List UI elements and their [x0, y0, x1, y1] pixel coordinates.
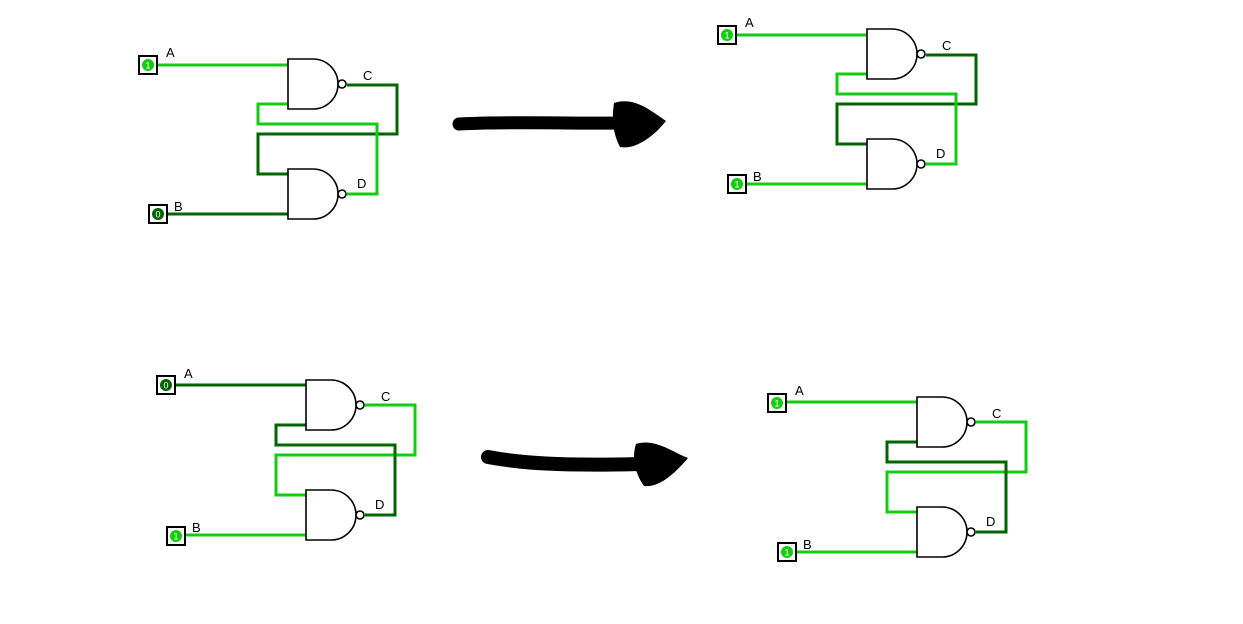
input-pin-a[interactable]: 0: [156, 375, 176, 395]
wire-c-feedback: [885, 420, 1028, 514]
input-pin-b[interactable]: 1: [166, 526, 186, 546]
arrow-top-icon: [452, 101, 666, 148]
input-pin-b[interactable]: 1: [727, 174, 747, 194]
output-c-label: C: [363, 68, 372, 83]
input-pin-b[interactable]: 1: [777, 542, 797, 562]
nand-gate-top: [305, 379, 365, 431]
arrow-bottom-icon: [481, 442, 688, 487]
output-c-label: C: [381, 389, 390, 404]
nand-gate-top: [287, 58, 347, 110]
input-b-label: B: [192, 520, 201, 535]
nand-gate-top: [866, 28, 926, 80]
input-b-label: B: [753, 169, 762, 184]
circuit-4: 1 A 1 B C D: [767, 383, 1028, 562]
input-a-value: 1: [774, 399, 779, 409]
wire-c-feedback: [274, 403, 417, 497]
nand-gate-bottom: [287, 168, 347, 220]
output-d-label: D: [357, 176, 366, 191]
output-c-label: C: [992, 406, 1001, 421]
circuit-2: 1 A 1 B C D: [717, 15, 978, 194]
input-a-label: A: [795, 383, 804, 398]
input-a-value: 1: [724, 31, 729, 41]
input-b-value: 1: [173, 532, 178, 542]
nand-gate-bottom: [305, 489, 365, 541]
wire-d-feedback: [835, 72, 958, 166]
input-pin-b[interactable]: 0: [148, 204, 168, 224]
input-a-value: 0: [163, 381, 168, 391]
input-b-value: 1: [784, 548, 789, 558]
output-d-label: D: [986, 514, 995, 529]
wire-d-feedback: [256, 102, 379, 196]
circuit-3: 0 A 1 B C D: [156, 366, 417, 546]
nand-gate-top: [916, 396, 976, 448]
input-b-label: B: [174, 199, 183, 214]
wire-c-feedback: [835, 53, 978, 146]
input-b-value: 0: [155, 210, 160, 220]
input-a-label: A: [184, 366, 193, 381]
wire-d-feedback: [885, 440, 1008, 534]
nand-gate-bottom: [866, 138, 926, 190]
input-pin-a[interactable]: 1: [138, 55, 158, 75]
input-a-label: A: [745, 15, 754, 30]
nand-gate-bottom: [916, 506, 976, 558]
input-a-label: A: [166, 45, 175, 60]
output-d-label: D: [375, 497, 384, 512]
output-d-label: D: [936, 146, 945, 161]
wire-d-feedback: [274, 423, 397, 517]
output-c-label: C: [942, 38, 951, 53]
circuit-1: 1 A 0 B C D: [138, 45, 399, 224]
input-pin-a[interactable]: 1: [767, 393, 787, 413]
input-a-value: 1: [145, 61, 150, 71]
input-b-value: 1: [734, 180, 739, 190]
wire-c-feedback: [256, 83, 399, 176]
input-b-label: B: [803, 537, 812, 552]
input-pin-a[interactable]: 1: [717, 25, 737, 45]
